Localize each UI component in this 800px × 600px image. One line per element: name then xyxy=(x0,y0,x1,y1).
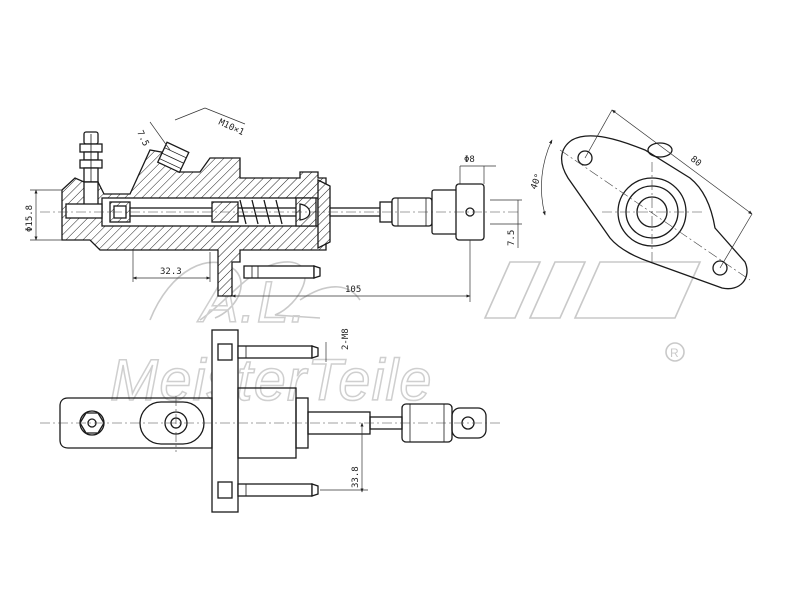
bore-label: Φ15.8 xyxy=(25,205,35,232)
mount-stud-section xyxy=(243,265,321,279)
logo-initials: A.L. xyxy=(197,270,307,335)
angle-small-label: 7.5 xyxy=(134,129,150,148)
bolt-hole-upper xyxy=(577,150,593,166)
overall-label: 105 xyxy=(345,285,361,295)
mount-threads-label: 2-M8 xyxy=(341,328,351,350)
dim-thread: M10×1 7.5 xyxy=(134,107,246,151)
dim-bore: Φ15.8 xyxy=(25,189,62,241)
dim-port-length: 32.3 xyxy=(132,250,211,282)
clevis-label: 7.5 xyxy=(507,230,517,246)
plan-view: 2-M8 33.8 xyxy=(40,328,500,513)
logo-mark: A.L. xyxy=(149,261,702,336)
mount-studs xyxy=(237,345,319,497)
bolt-hole-lower xyxy=(712,260,728,276)
port-length-label: 32.3 xyxy=(160,267,182,277)
dim-mount-spacing: 33.8 xyxy=(320,422,368,493)
registered-mark: R xyxy=(670,346,679,360)
inlet-fitting xyxy=(79,131,103,183)
secondary-port xyxy=(156,141,190,174)
pin-label: Φ8 xyxy=(464,155,475,165)
flange-angle-label: 40° xyxy=(529,172,544,191)
registered-icon: R xyxy=(665,342,685,362)
mount-spacing-label: 33.8 xyxy=(351,466,361,488)
dim-flange-angle: 40° xyxy=(529,139,553,216)
dim-mount-threads: 2-M8 xyxy=(325,328,351,362)
dim-overall: 105 xyxy=(231,240,471,302)
flange-span-label: 80 xyxy=(688,154,703,169)
dim-flange-span: 80 xyxy=(584,109,753,269)
dim-pin: Φ8 xyxy=(459,155,496,184)
brand-watermark: A.L. MeisterTeile R xyxy=(109,261,702,414)
body-plan xyxy=(59,397,213,449)
section-view: M10×1 7.5 Φ15.8 32.3 105 Φ8 xyxy=(25,107,522,302)
thread-label: M10×1 xyxy=(217,118,246,139)
flange-view: 80 40° xyxy=(529,109,753,290)
flange-outline xyxy=(561,135,748,290)
dim-clevis: 7.5 xyxy=(490,199,522,248)
